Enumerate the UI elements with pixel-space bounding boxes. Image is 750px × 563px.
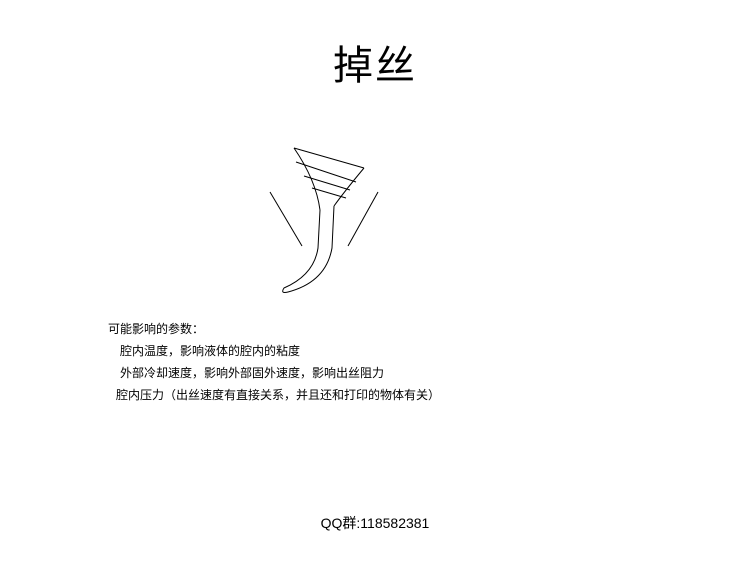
page-title: 掉丝 bbox=[333, 43, 417, 89]
nozzle-diagram bbox=[269, 147, 379, 293]
filament-strand bbox=[282, 205, 335, 293]
parameter-list: 可能影响的参数： 腔内温度，影响液体的腔内的粘度 外部冷却速度，影响外部固外速度… bbox=[108, 318, 440, 406]
nozzle-right-wall bbox=[347, 191, 379, 247]
filament-hatch-1 bbox=[293, 147, 365, 169]
nozzle-left-wall bbox=[269, 191, 303, 247]
parameter-line-pressure: 腔内压力（出丝速度有直接关系，并且还和打印的物体有关） bbox=[116, 388, 441, 402]
filament-curl-outline bbox=[293, 147, 321, 211]
filament-hatch-4 bbox=[311, 187, 347, 199]
filament-right-outline bbox=[333, 167, 365, 207]
filament-hatch-3 bbox=[303, 175, 351, 191]
parameter-heading: 可能影响的参数： bbox=[108, 322, 205, 336]
parameter-line-temperature: 腔内温度，影响液体的腔内的粘度 bbox=[120, 344, 301, 358]
qq-group-footer: QQ群:118582381 bbox=[320, 515, 430, 531]
parameter-line-cooling: 外部冷却速度，影响外部固外速度，影响出丝阻力 bbox=[120, 366, 385, 380]
filament-hatch-2 bbox=[295, 161, 357, 183]
